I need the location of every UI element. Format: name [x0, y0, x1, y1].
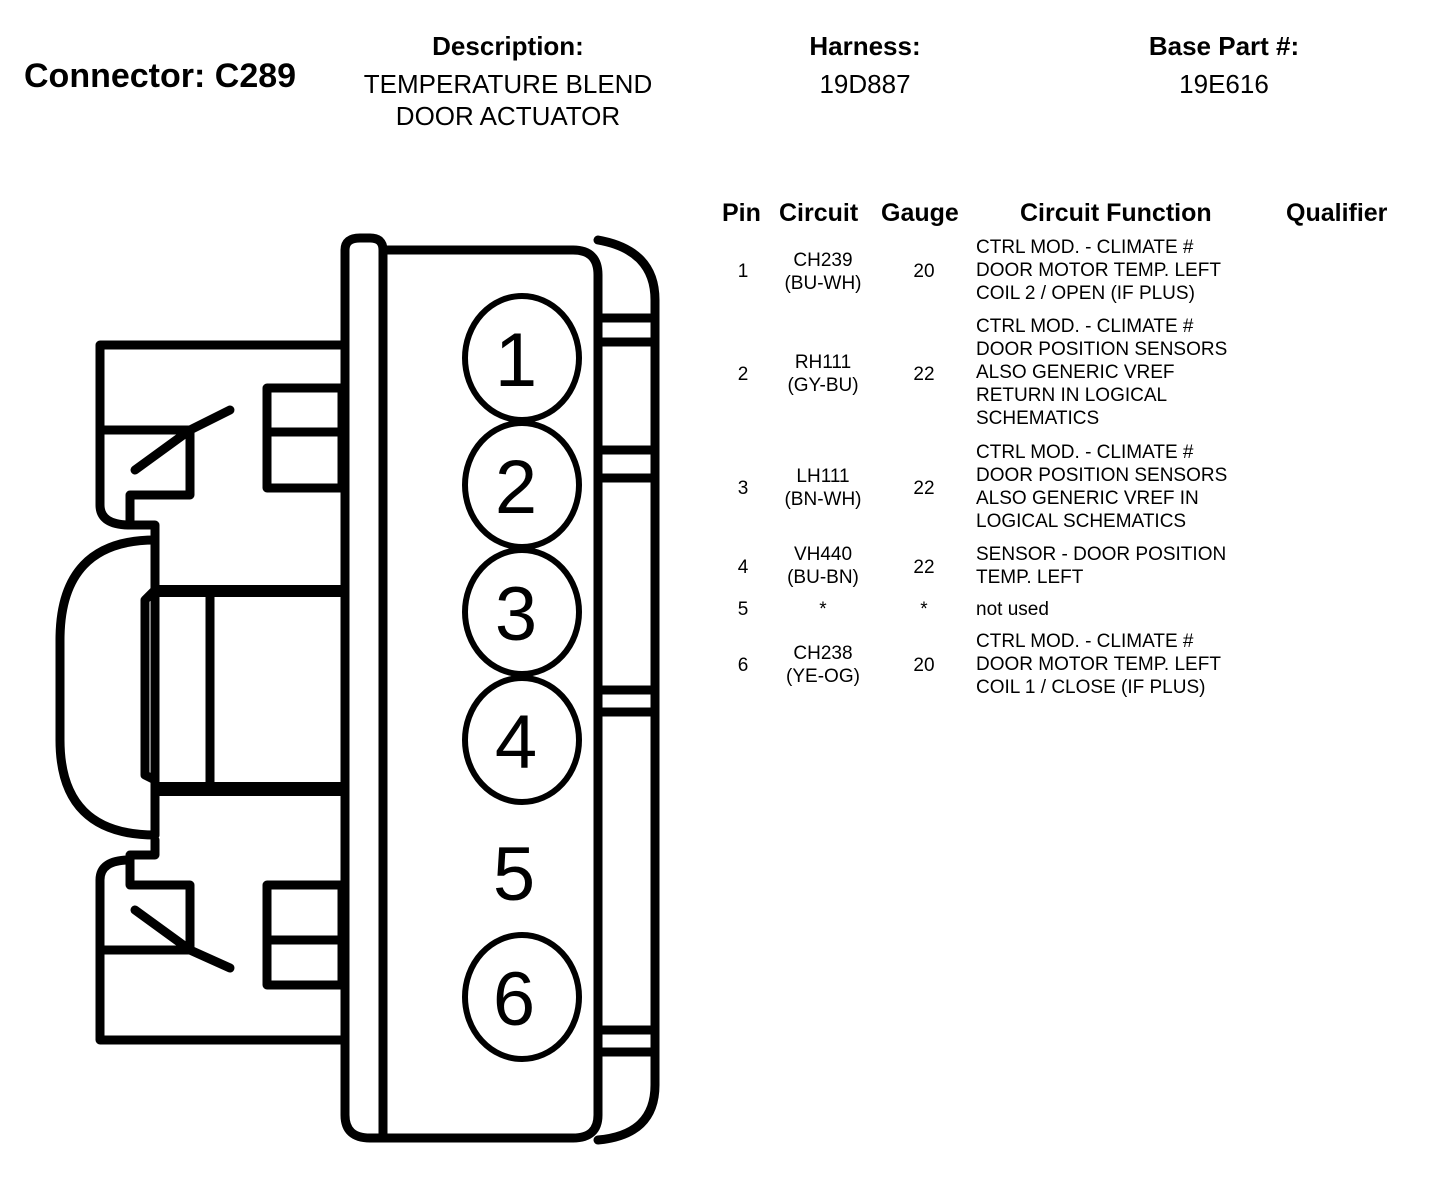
pin-label: 5 [493, 832, 535, 917]
circuit-id: RH111 [794, 352, 852, 373]
bottom-window [262, 880, 347, 990]
row-function: CTRL MOD. - CLIMATE # DOOR POSITION SENS… [976, 315, 1276, 430]
pin-label: 1 [495, 318, 537, 403]
function-line: CTRL MOD. - CLIMATE # [976, 442, 1194, 463]
function-line: ALSO GENERIC VREF IN [976, 488, 1199, 509]
housing-body [378, 245, 603, 1143]
pin-3-circle [462, 547, 582, 677]
row-pin: 6 [737, 655, 749, 676]
header-gauge: Gauge [881, 199, 959, 227]
row-circuit: CH239 (BU-WH) [768, 249, 878, 295]
description-value: TEMPERATURE BLEND DOOR ACTUATOR [338, 68, 678, 132]
row-function: CTRL MOD. - CLIMATE # DOOR MOTOR TEMP. L… [976, 630, 1276, 699]
function-line: ALSO GENERIC VREF [976, 362, 1175, 383]
function-line: DOOR MOTOR TEMP. LEFT [976, 260, 1221, 281]
connector-face-diagram: 1 2 3 4 5 6 [55, 233, 660, 1145]
function-line: LOGICAL SCHEMATICS [976, 511, 1187, 532]
latch-bottom [95, 835, 350, 1045]
circuit-color: (BU-WH) [784, 273, 862, 294]
row-function: CTRL MOD. - CLIMATE # DOOR MOTOR TEMP. L… [976, 236, 1276, 305]
row-gauge: * [920, 599, 928, 620]
row-pin: 1 [737, 261, 749, 282]
circuit-color: (GY-BU) [787, 375, 859, 396]
row-function: SENSOR - DOOR POSITION TEMP. LEFT [976, 543, 1276, 589]
row-circuit: * [768, 598, 878, 621]
row-pin: 5 [737, 599, 749, 620]
function-line: CTRL MOD. - CLIMATE # [976, 316, 1194, 337]
circuit-color: (BU-BN) [787, 567, 859, 588]
circuit-id: * [819, 599, 827, 620]
function-line: COIL 2 / OPEN (IF PLUS) [976, 283, 1195, 304]
pin-4-circle [462, 675, 582, 805]
description-label: Description: [432, 31, 584, 61]
row-circuit: RH111 (GY-BU) [768, 351, 878, 397]
housing-flange [340, 233, 388, 1143]
top-window [262, 383, 347, 493]
harness-label: Harness: [809, 31, 921, 61]
base-part-value: 19E616 [1179, 69, 1269, 99]
header-circuit: Circuit [779, 199, 859, 227]
row-pin: 4 [737, 557, 749, 578]
row-function: CTRL MOD. - CLIMATE # DOOR POSITION SENS… [976, 441, 1276, 533]
pin-label: 2 [495, 445, 537, 530]
function-line: DOOR POSITION SENSORS [976, 339, 1228, 360]
row-pin: 3 [737, 478, 749, 499]
row-gauge: 20 [913, 261, 935, 282]
row-pin: 2 [737, 364, 749, 385]
pin-label: 6 [493, 957, 535, 1042]
row-gauge: 20 [913, 655, 935, 676]
connector-title: Connector: C289 [24, 57, 297, 95]
row-function: not used [976, 598, 1276, 621]
function-line: COIL 1 / CLOSE (IF PLUS) [976, 677, 1206, 698]
circuit-color: (BN-WH) [784, 489, 862, 510]
function-line: SCHEMATICS [976, 408, 1100, 429]
description-line: TEMPERATURE BLEND [363, 69, 653, 99]
function-line: DOOR MOTOR TEMP. LEFT [976, 654, 1221, 675]
function-line: not used [976, 599, 1049, 620]
left-bump [55, 535, 160, 840]
center-channel [150, 585, 350, 795]
circuit-id: CH239 [793, 250, 853, 271]
function-line: CTRL MOD. - CLIMATE # [976, 631, 1194, 652]
pin-6-circle [462, 932, 582, 1062]
pin-label: 4 [495, 700, 537, 785]
header-pin: Pin [722, 199, 761, 227]
base-part-label: Base Part #: [1148, 31, 1300, 61]
function-line: SENSOR - DOOR POSITION [976, 544, 1227, 565]
circuit-color: (YE-OG) [786, 666, 860, 687]
row-gauge: 22 [913, 557, 935, 578]
header-qualifier: Qualifier [1286, 199, 1388, 227]
header-circuit-function: Circuit Function [1020, 199, 1212, 227]
function-line: DOOR POSITION SENSORS [976, 465, 1228, 486]
function-line: TEMP. LEFT [976, 567, 1084, 588]
row-gauge: 22 [913, 478, 935, 499]
latch-top [95, 340, 350, 550]
pin-label: 3 [495, 572, 537, 657]
row-gauge: 22 [913, 364, 935, 385]
function-line: RETURN IN LOGICAL [976, 385, 1168, 406]
circuit-id: LH111 [796, 466, 850, 487]
circuit-id: VH440 [793, 544, 853, 565]
circuit-id: CH238 [793, 643, 853, 664]
description-line: DOOR ACTUATOR [395, 101, 621, 131]
row-circuit: VH440 (BU-BN) [768, 543, 878, 589]
function-line: CTRL MOD. - CLIMATE # [976, 237, 1194, 258]
harness-value: 19D887 [819, 69, 911, 99]
row-circuit: LH111 (BN-WH) [768, 465, 878, 511]
row-circuit: CH238 (YE-OG) [768, 642, 878, 688]
